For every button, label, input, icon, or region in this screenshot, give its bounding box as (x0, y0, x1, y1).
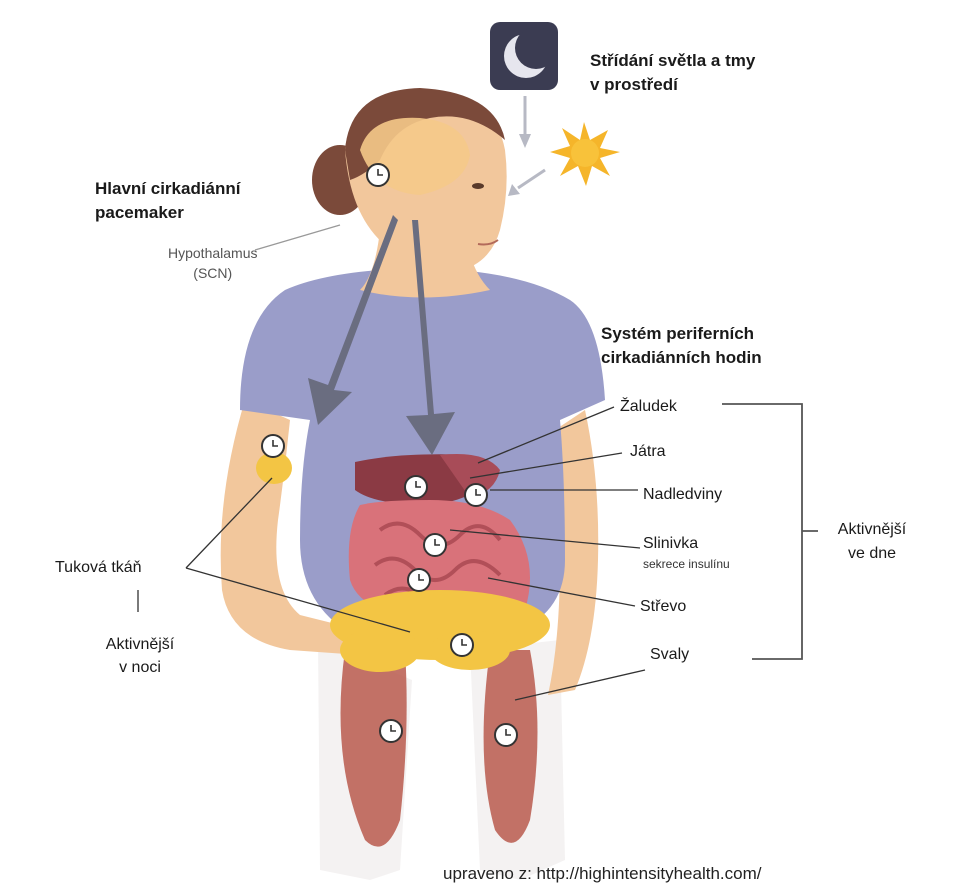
organ-pancreas: Slinivka (643, 534, 698, 554)
master-pacemaker-label: Hlavní cirkadiánní pacemaker (95, 177, 241, 225)
peripheral-system-label: Systém periferních cirkadiánních hodin (601, 322, 762, 370)
head (312, 88, 507, 272)
source-credit: upraveno z: http://highintensityhealth.c… (443, 864, 761, 884)
legs (318, 640, 565, 880)
organ-pancreas-note: sekrece insulínu (643, 557, 730, 571)
organ-muscles: Svaly (650, 645, 689, 665)
light-arrow-sun (518, 170, 545, 188)
adipose-label: Tuková tkáň (55, 558, 142, 578)
muscle-right-leg (484, 650, 538, 843)
organ-liver: Játra (630, 442, 666, 462)
organ-stomach: Žaludek (620, 397, 677, 417)
day-bracket (722, 404, 818, 659)
moon-icon (490, 22, 558, 90)
active-day-label: Aktivnější ve dne (822, 518, 922, 566)
active-night-label: Aktivnější v noci (95, 633, 185, 679)
hypothalamus-label: Hypothalamus (SCN) (168, 243, 258, 283)
organ-intestine: Střevo (640, 597, 686, 617)
sun-icon (550, 122, 620, 186)
environment-label: Střídání světla a tmy v prostředí (590, 49, 755, 97)
organ-adrenal: Nadledviny (643, 485, 722, 505)
